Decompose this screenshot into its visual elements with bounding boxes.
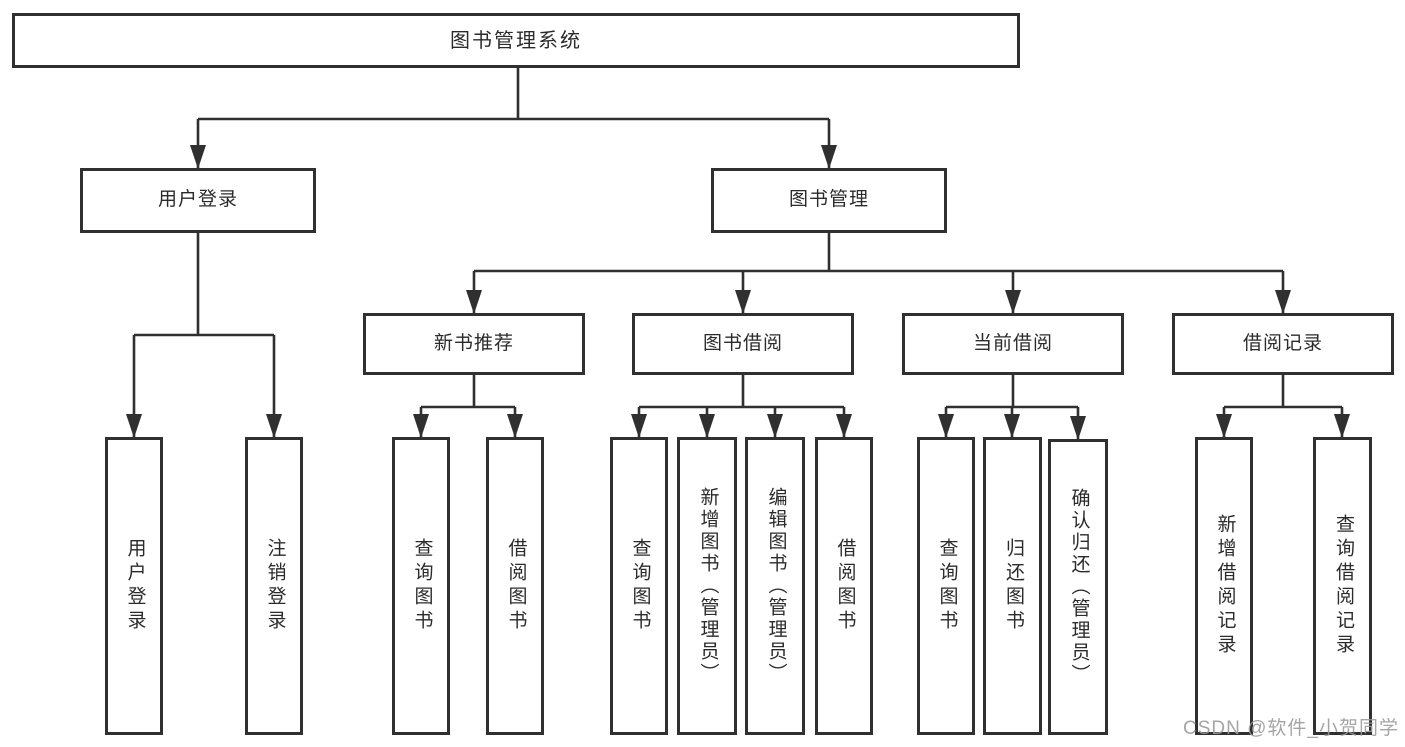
leaf-query-books: 查询图书 [917,437,975,735]
leaf-logout: 注销登录 [245,437,303,735]
connector-login-branch [134,233,274,337]
connector-records-branch [1224,375,1342,409]
leaf-return-books: 归还图书 [983,437,1042,735]
leaf-query-books: 查询图书 [610,437,668,735]
leaf-query-borrow-record: 查询借阅记录 [1313,437,1372,735]
node-book-borrowing: 图书借阅 [632,313,854,375]
leaf-user-login: 用户登录 [105,437,163,735]
node-new-book-recommend: 新书推荐 [363,313,585,375]
connector-borrow-branch [639,375,844,409]
csdn-watermark: CSDN @软件_小贺同学 [1183,718,1399,739]
node-library-system-root: 图书管理系统 [12,13,1020,68]
leaf-borrow-books: 借阅图书 [486,437,544,735]
node-borrowing-records: 借阅记录 [1172,313,1394,375]
leaf-edit-books-admin: 编辑图书（管理员） [745,437,805,735]
node-user-login: 用户登录 [80,168,316,233]
leaf-query-books: 查询图书 [392,437,450,735]
node-current-borrowing: 当前借阅 [902,313,1124,375]
leaf-add-books-admin: 新增图书（管理员） [677,437,737,735]
connector-current-branch [946,375,1078,409]
leaf-borrow-books: 借阅图书 [815,437,873,735]
connector-mgmt-branch [474,233,1283,273]
node-book-management: 图书管理 [711,168,947,233]
connector-root-to-level2 [198,68,829,121]
connector-recommend-branch [421,375,515,409]
leaf-confirm-return-admin: 确认归还（管理员） [1048,439,1108,735]
leaf-add-borrow-record: 新增借阅记录 [1195,437,1253,735]
